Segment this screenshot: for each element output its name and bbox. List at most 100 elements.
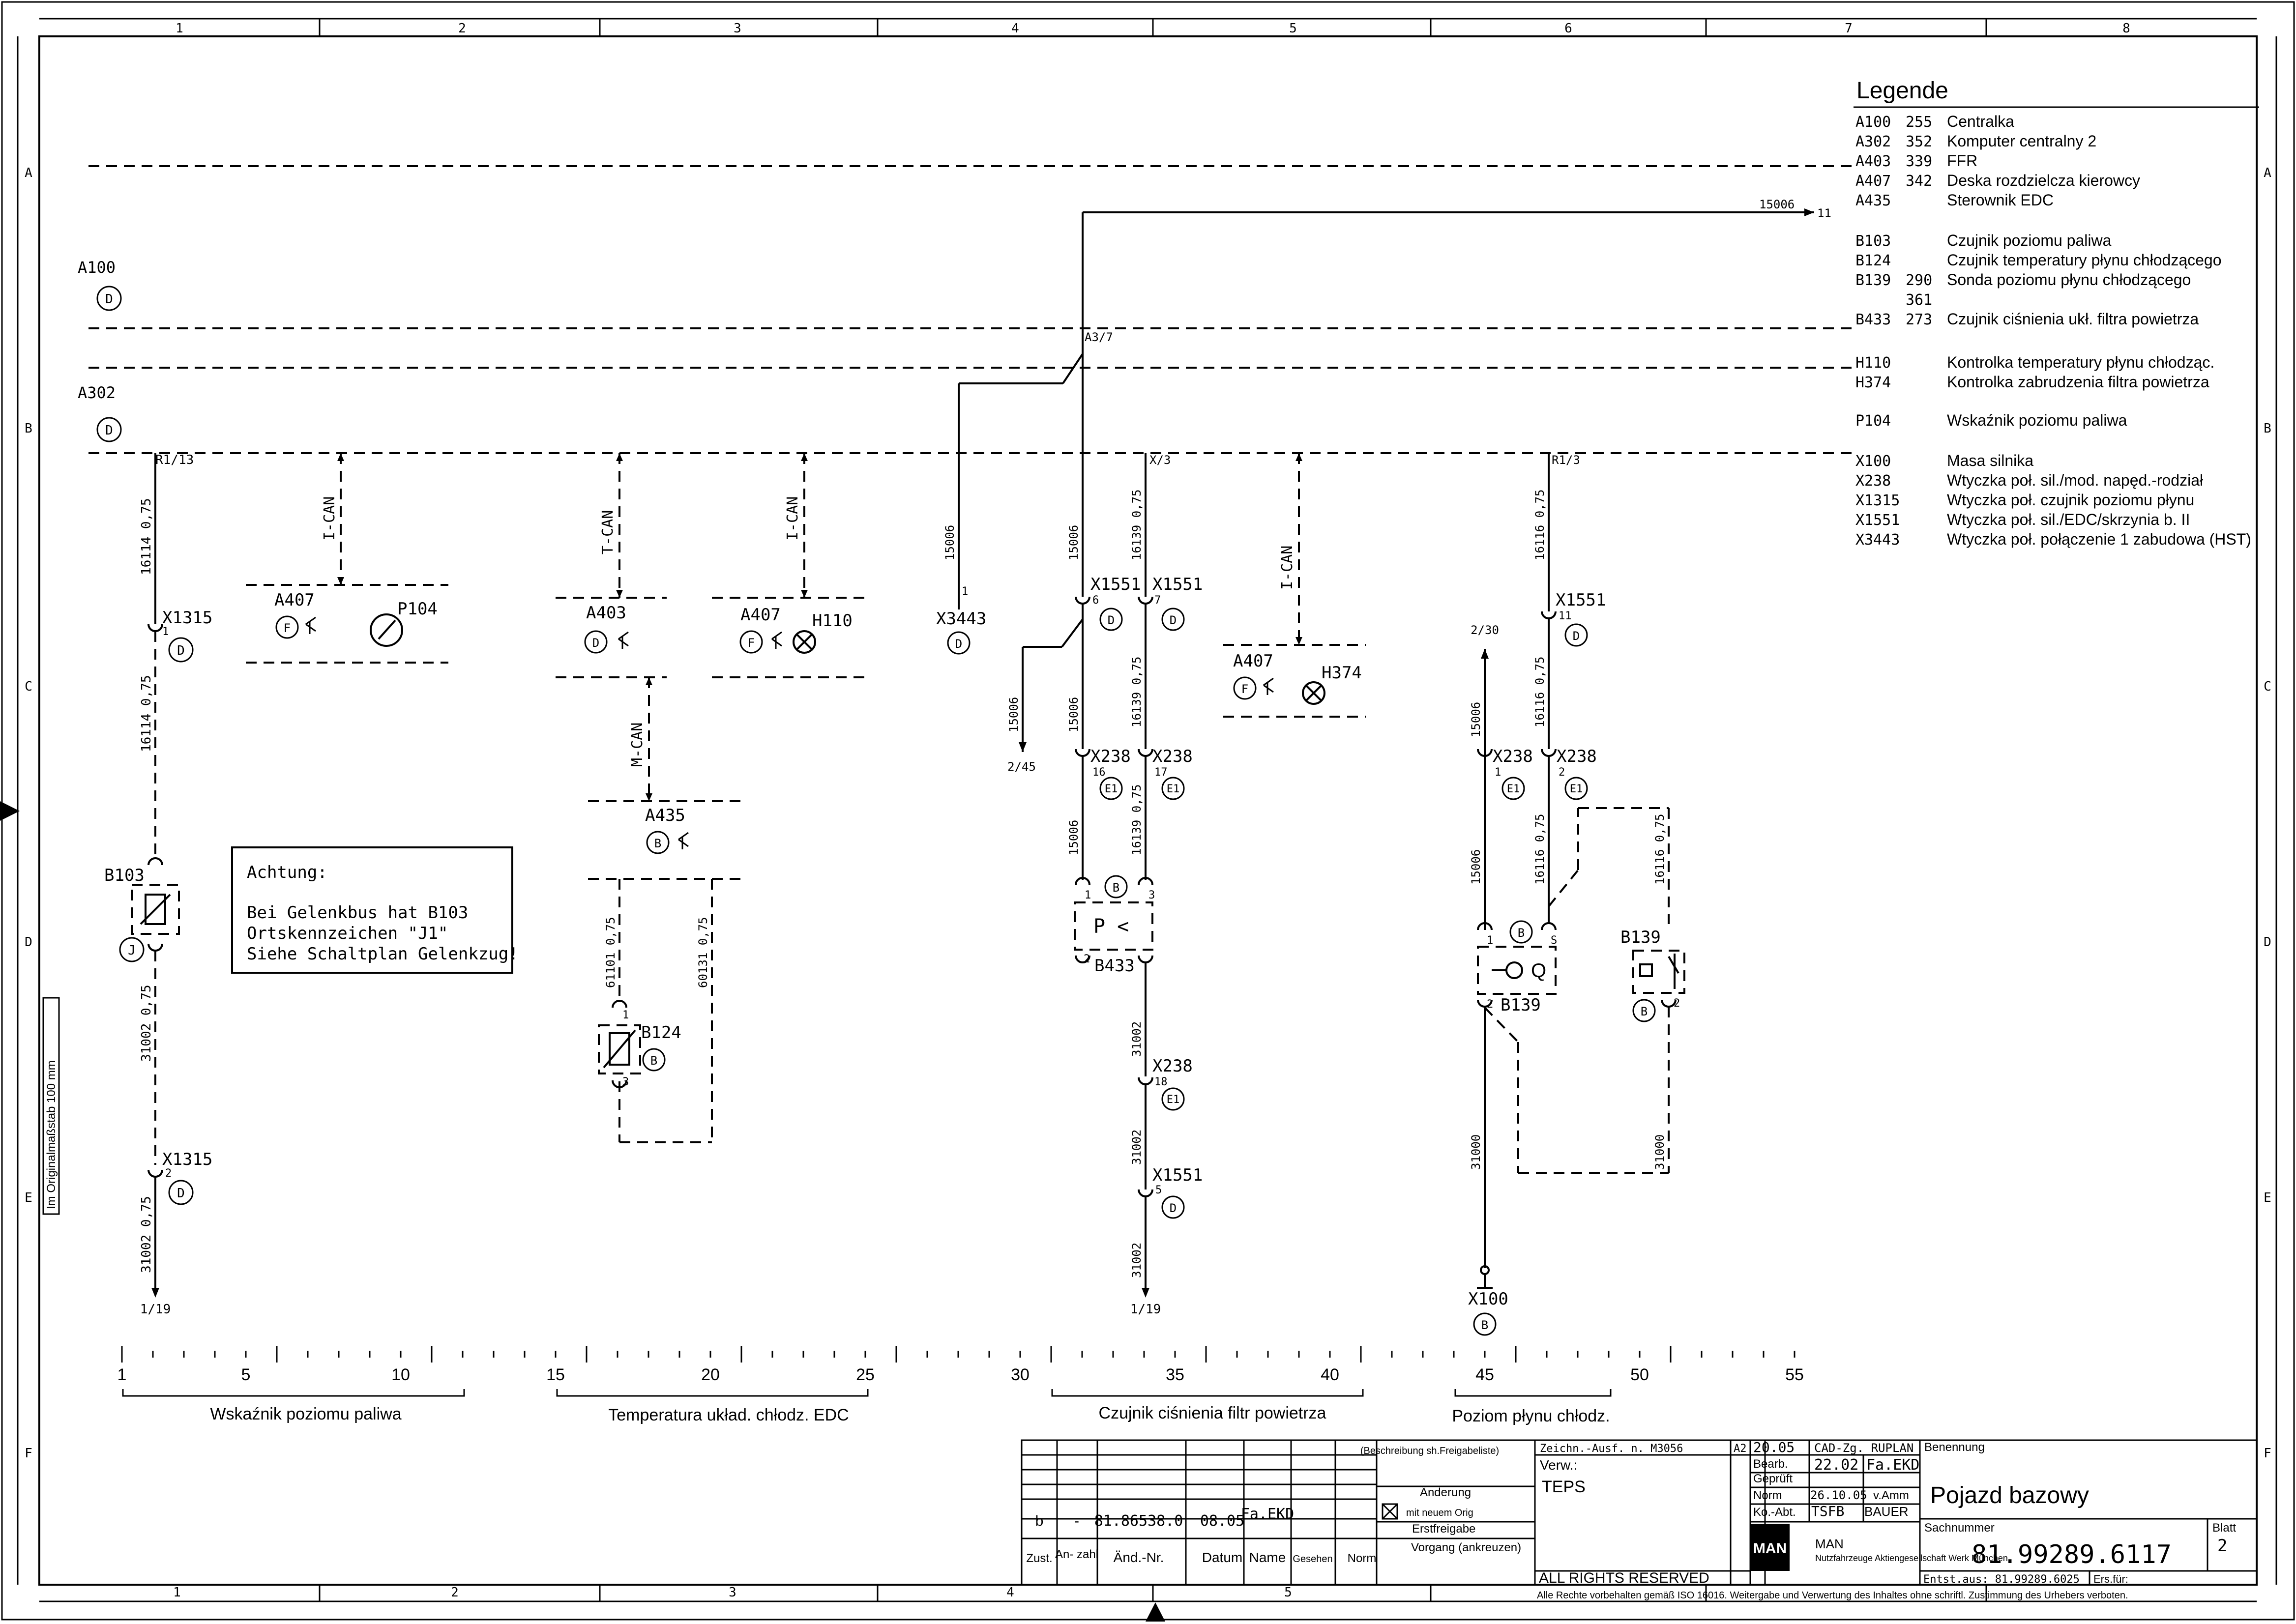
zeichn: Zeichn.-Ausf. n. M3056 [1540,1443,1683,1455]
legend-desc: Masa silnika [1947,452,2033,469]
legend-code: A403 [1855,153,1891,170]
svg-text:P <: P < [1093,915,1129,938]
svg-text:E1: E1 [1507,783,1520,795]
legend-num: 290 [1906,272,1932,289]
norm-name: v.Amm [1873,1489,1909,1502]
legend-desc: Czujnik temperatury płynu chłodzącego [1947,251,2222,269]
svg-text:B433: B433 [1094,956,1135,976]
scale-number: 15 [546,1365,565,1384]
svg-text:15006: 15006 [1067,525,1081,560]
svg-text:X238: X238 [1152,1056,1193,1076]
legend-desc: Wtyczka poł. sil./mod. napęd.-rodział [1947,471,2203,489]
svg-text:X238: X238 [1090,747,1131,766]
svg-text:31000: 31000 [1469,1134,1483,1170]
svg-text:D: D [955,637,962,651]
norm-date: 26.10.05 [1810,1488,1867,1502]
svg-text:1/19: 1/19 [140,1302,171,1317]
svg-text:15006: 15006 [943,525,957,560]
koabt-val: TSFB [1811,1503,1844,1519]
svg-text:E1: E1 [1167,783,1180,795]
legend-num: 342 [1906,173,1932,190]
bus-label: I-CAN [321,496,338,541]
svg-text:11: 11 [1817,206,1831,220]
h374-lamp-icon [1302,681,1325,705]
svg-text:F: F [748,636,755,650]
scale-number: 25 [856,1365,875,1384]
svg-text:X238: X238 [1493,747,1533,766]
legend-num: 255 [1906,114,1932,131]
legend-num: 339 [1906,153,1932,170]
legend-code: X3443 [1855,531,1900,549]
svg-text:2: 2 [1487,998,1493,1011]
bus-label: I-CAN [1279,546,1296,590]
svg-text:18: 18 [1154,1076,1168,1088]
legend-desc: Komputer centralny 2 [1947,132,2096,150]
benennung: Pojazd bazowy [1930,1482,2089,1508]
legend-row: 361 [1906,291,1932,309]
svg-text:31000: 31000 [1653,1134,1667,1170]
legend-desc: FFR [1947,152,1977,170]
svg-text:2: 2 [1084,953,1090,965]
svg-text:X3443: X3443 [936,609,986,629]
wire-label: 31002 0,75 [139,985,154,1062]
svg-text:D: D [1170,613,1177,627]
hdr-datum: Datum [1202,1550,1242,1565]
bus-label: T-CAN [599,510,617,554]
col-label-top: 3 [734,21,741,36]
svg-text:16139 0,75: 16139 0,75 [1130,490,1144,561]
svg-text:16: 16 [1092,766,1106,779]
svg-text:31002: 31002 [1130,1243,1144,1278]
legend-desc: Kontrolka zabrudzenia filtra powietrza [1947,373,2209,391]
svg-text:X1551: X1551 [1556,590,1606,610]
legend-desc: Sterownik EDC [1947,191,2054,209]
cad: CAD-Zg. RUPLAN [1814,1441,1913,1455]
legend-code: X238 [1855,472,1891,490]
title-block: b - 81.86538.0 08.05 Fa.EKD Zust. An- za… [1021,1439,2258,1601]
rev-anzahl: - [1074,1513,1079,1529]
scale-number: 40 [1321,1365,1339,1384]
svg-text:B: B [1481,1318,1488,1332]
svg-text:D: D [592,636,599,650]
svg-text:Q: Q [1531,960,1546,982]
svg-text:X238: X238 [1152,747,1193,766]
scale-number: 50 [1630,1365,1649,1384]
svg-text:D: D [177,1186,185,1201]
svg-text:15006: 15006 [1469,849,1483,885]
b103-sensor-box [131,884,180,935]
footer-rights: Alle Rechte vorbehalten gemäß ISO 16016.… [1537,1590,2128,1601]
col-label-bottom: 4 [1006,1585,1014,1600]
p104-gauge-icon [370,613,403,647]
a100-location-badge [96,286,122,311]
svg-text:D: D [1170,1201,1177,1215]
row-label-right: E [2264,1190,2271,1205]
svg-text:3: 3 [1148,889,1155,901]
pin-label: R1/13 [155,453,194,467]
a302-label: A302 [78,383,116,402]
col-label-bottom: 5 [1284,1585,1292,1600]
company-details: Nutzfahrzeuge Aktiengesellschaft Werk Mü… [1815,1553,2008,1563]
scale-group-label: Temperatura układ. chłodz. EDC [608,1406,849,1424]
verw-value: TEPS [1542,1478,1586,1496]
sachnummer-label: Sachnummer [1924,1521,1995,1535]
bearb: Bearb. [1753,1457,1788,1471]
legend-code: P104 [1855,412,1891,430]
legend-desc: Deska rozdzielcza kierowcy [1947,172,2140,189]
bearb-date: 22.02 [1814,1456,1858,1474]
svg-text:F: F [1241,682,1248,696]
svg-text:X1551: X1551 [1090,575,1141,594]
entst: Entst.aus: 81.99289.6025 [1923,1573,2080,1586]
blatt-label: Blatt [2212,1521,2236,1535]
side-scale: Im Originalmaßstab 100 mm [42,997,60,1215]
svg-text:2: 2 [165,1167,172,1180]
scale-group-label: Wskaźnik poziomu paliwa [210,1405,401,1423]
col-label-top: 4 [1011,21,1019,36]
svg-text:3: 3 [622,1076,629,1088]
rights: ALL RIGHTS RESERVED [1539,1570,1709,1586]
row-label-left: B [25,421,32,436]
svg-text:B: B [650,1054,657,1068]
hdr-anzahl: An- zahl [1055,1548,1098,1561]
